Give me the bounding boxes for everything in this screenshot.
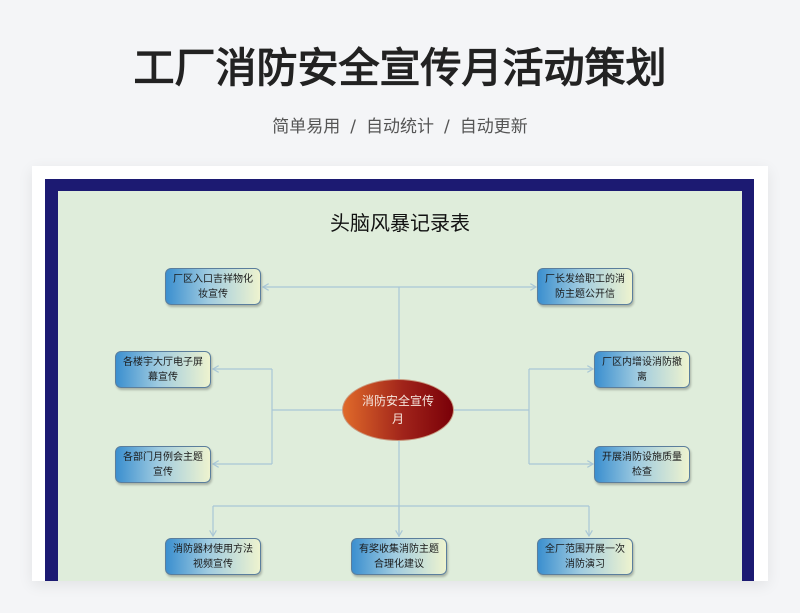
- idea-node: 厂区内增设消防撤离: [594, 351, 690, 388]
- feature-stats: 自动统计: [366, 117, 434, 137]
- idea-node: 全厂范围开展一次消防演习: [537, 538, 633, 575]
- feature-update: 自动更新: [459, 117, 528, 137]
- idea-node: 厂区入口吉祥物化妆宣传: [165, 268, 261, 305]
- idea-node: 各部门月例会主题宣传: [115, 446, 211, 483]
- page-subtitle: 简单易用 / 自动统计 / 自动更新: [0, 112, 800, 137]
- page-title: 工厂消防安全宣传月活动策划: [133, 44, 667, 92]
- separator: /: [350, 117, 356, 137]
- board-title: 头脑风暴记录表: [330, 211, 470, 235]
- separator: /: [444, 117, 450, 137]
- idea-node: 消防器材使用方法视频宣传: [165, 538, 261, 575]
- idea-node: 开展消防设施质量检查: [594, 446, 690, 483]
- idea-node: 有奖收集消防主题合理化建议: [351, 538, 447, 575]
- board-frame: 头脑风暴记录表: [45, 179, 754, 581]
- preview-card: 头脑风暴记录表: [32, 166, 768, 581]
- idea-node: 各楼宇大厅电子屏幕宣传: [115, 351, 211, 388]
- connector-lines: [58, 191, 742, 581]
- central-topic: 消防安全宣传月: [342, 379, 454, 441]
- idea-node: 厂长发给职工的消防主题公开信: [537, 268, 633, 305]
- feature-easy: 简单易用: [272, 117, 341, 137]
- mindmap-canvas: 头脑风暴记录表: [58, 191, 742, 581]
